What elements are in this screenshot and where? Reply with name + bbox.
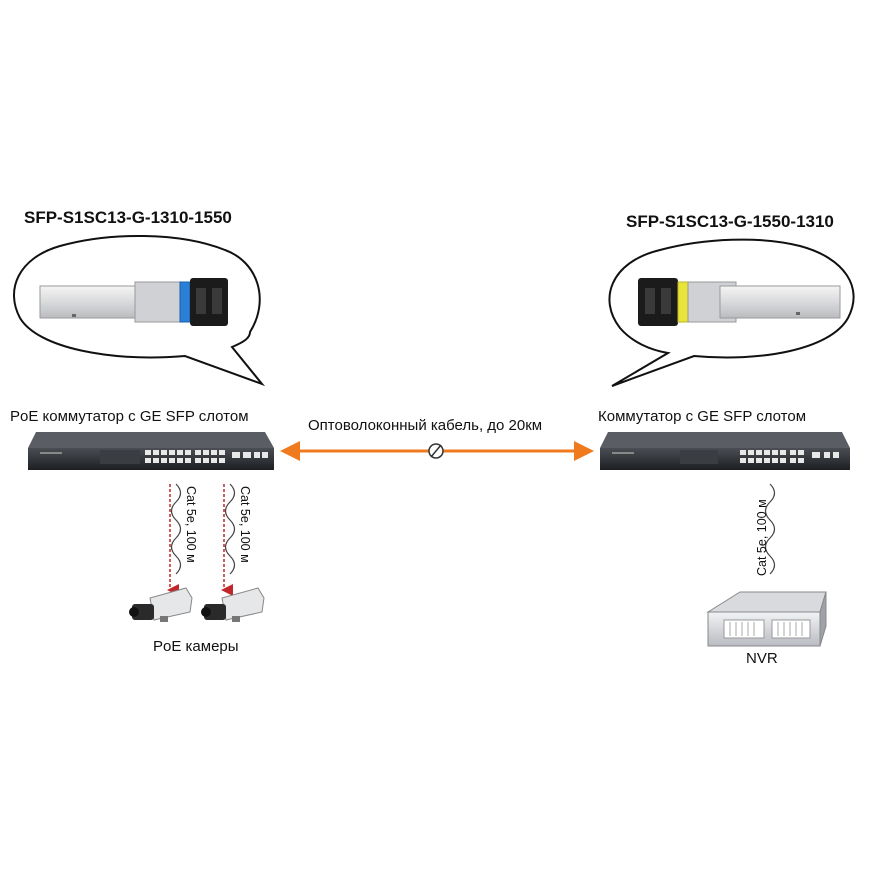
right-sfp-module — [638, 278, 841, 326]
left-cable-1 — [167, 483, 182, 596]
nvr-server — [706, 591, 827, 647]
right-switch — [600, 432, 850, 470]
left-latch — [179, 281, 191, 323]
fiber-link-arrow — [280, 441, 594, 461]
left-cable-1-label: Cat 5e, 100 м — [184, 486, 198, 563]
right-latch — [677, 281, 689, 323]
poe-camera-2 — [201, 587, 265, 622]
fiber-link-label: Оптоволоконный кабель, до 20км — [308, 417, 543, 434]
left-poe-switch — [28, 432, 274, 470]
right-switch-label: Коммутатор с GE SFP слотом — [598, 408, 807, 425]
left-cable-2 — [221, 483, 236, 596]
left-sfp-module — [39, 278, 228, 326]
right-cable — [764, 483, 776, 575]
right-module-title: SFP-S1SC13-G-1550-1310 — [626, 212, 834, 231]
poe-cameras-label: PoE камеры — [153, 638, 239, 655]
left-switch-label: PoE коммутатор с GE SFP слотом — [10, 408, 249, 425]
poe-camera-1 — [129, 587, 193, 622]
nvr-label: NVR — [746, 650, 778, 667]
left-module-title: SFP-S1SC13-G-1310-1550 — [24, 208, 232, 227]
left-cable-2-label: Cat 5e, 100 м — [238, 486, 252, 563]
right-cable-label: Cat 5e, 100 м — [755, 499, 769, 576]
